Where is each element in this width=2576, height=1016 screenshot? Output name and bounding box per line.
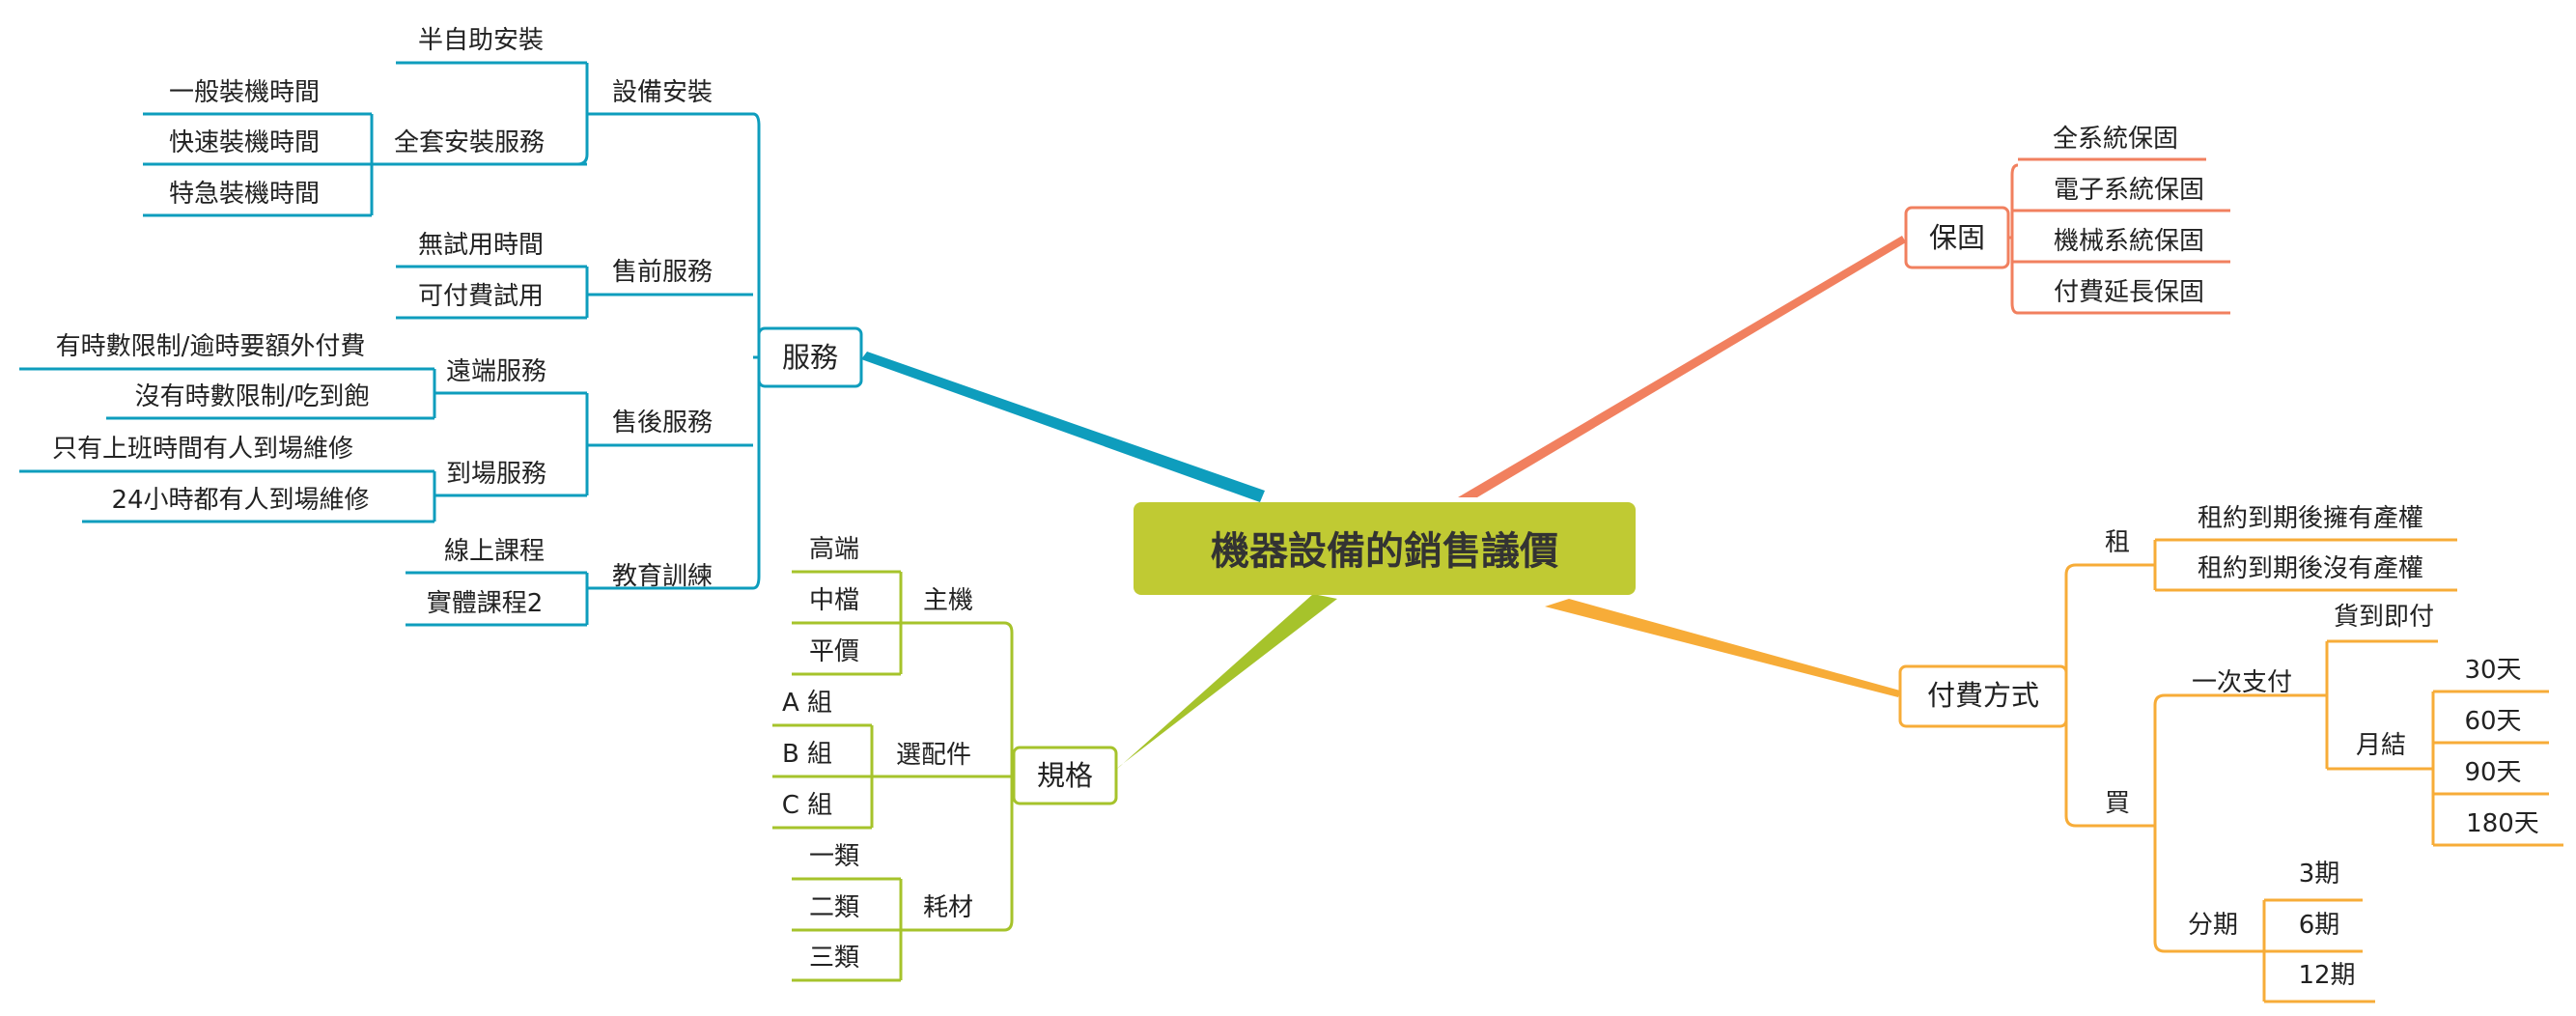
node-b-zu[interactable]: B 組 xyxy=(782,740,832,769)
node-jiaoyu-xunlian[interactable]: 教育訓練 xyxy=(612,562,713,591)
node-yici-zhifu[interactable]: 一次支付 xyxy=(2192,668,2292,697)
node-shiti-kecheng[interactable]: 實體課程2 xyxy=(427,589,544,618)
node-xianshang-kecheng[interactable]: 線上課程 xyxy=(444,537,545,566)
node-baogu[interactable]: 保固 xyxy=(1929,221,1985,254)
node-daochang-fuwu[interactable]: 到場服務 xyxy=(446,460,546,489)
node-fufei-shiyong[interactable]: 可付費試用 xyxy=(418,282,544,311)
node-shebei-anzhuang[interactable]: 設備安裝 xyxy=(612,78,713,107)
node-quan-xitong[interactable]: 全系統保固 xyxy=(2053,125,2178,154)
node-you-shishu[interactable]: 有時數限制/逾時要額外付費 xyxy=(56,332,366,361)
branch-guige xyxy=(772,570,1118,982)
node-zhuji[interactable]: 主機 xyxy=(923,586,973,615)
node-gaoduan[interactable]: 高端 xyxy=(809,535,859,564)
root-title: 機器設備的銷售議價 xyxy=(1211,529,1558,574)
node-6qi[interactable]: 6期 xyxy=(2299,911,2340,940)
node-dianzi-xitong[interactable]: 電子系統保固 xyxy=(2054,176,2204,205)
node-fenqi[interactable]: 分期 xyxy=(2188,911,2238,940)
node-fufei-fangshi[interactable]: 付費方式 xyxy=(1927,679,2039,712)
labels-guige: 規格 主機 高端 中檔 平價 選配件 A 組 B 組 C 組 耗材 一類 二類 … xyxy=(782,535,1093,973)
branch-fuwu xyxy=(19,61,863,627)
node-90tian[interactable]: 90天 xyxy=(2464,758,2521,787)
node-yiban-zhuangji[interactable]: 一般裝機時間 xyxy=(169,78,320,107)
node-shouhou-fuwu[interactable]: 售後服務 xyxy=(612,409,713,437)
node-24h-daochang[interactable]: 24小時都有人到場維修 xyxy=(111,486,369,515)
root-node[interactable]: 機器設備的銷售議價 xyxy=(1134,502,1636,595)
node-haocai[interactable]: 耗材 xyxy=(923,893,973,922)
connector-root-fufei xyxy=(1545,599,1900,697)
node-3qi[interactable]: 3期 xyxy=(2299,860,2340,889)
node-mai[interactable]: 買 xyxy=(2105,789,2130,818)
node-jixie-xitong[interactable]: 機械系統保固 xyxy=(2054,227,2204,256)
node-60tian[interactable]: 60天 xyxy=(2464,707,2521,736)
node-guige[interactable]: 規格 xyxy=(1037,759,1093,792)
node-zu[interactable]: 租 xyxy=(2105,528,2130,557)
node-yilei[interactable]: 一類 xyxy=(809,842,859,871)
node-shangban-daochang[interactable]: 只有上班時間有人到場維修 xyxy=(52,435,353,464)
node-30tian[interactable]: 30天 xyxy=(2464,656,2521,685)
node-wu-shiyong[interactable]: 無試用時間 xyxy=(418,231,544,260)
branch-fufei xyxy=(1898,538,2563,1003)
node-sanlei[interactable]: 三類 xyxy=(809,944,859,973)
connector-root-baogu xyxy=(1458,236,1906,497)
node-12qi[interactable]: 12期 xyxy=(2298,961,2355,990)
node-zu-meichanquan[interactable]: 租約到期後沒有產權 xyxy=(2198,554,2423,583)
branch-baogu xyxy=(1904,157,2230,315)
node-xuanpeijian[interactable]: 選配件 xyxy=(896,741,971,770)
connector-root-fuwu xyxy=(861,352,1265,502)
labels-baogu: 保固 全系統保固 電子系統保固 機械系統保固 付費延長保固 xyxy=(1929,125,2204,307)
node-zhongdang[interactable]: 中檔 xyxy=(809,586,859,615)
node-banzi-anzhuang[interactable]: 半自助安裝 xyxy=(418,26,544,55)
labels-fuwu: 服務 設備安裝 半自助安裝 全套安裝服務 一般裝機時間 快速裝機時間 特急裝機時… xyxy=(52,26,838,618)
node-teji-zhuangji[interactable]: 特急裝機時間 xyxy=(169,180,320,209)
node-meiyou-shishu[interactable]: 沒有時數限制/吃到飽 xyxy=(135,382,370,411)
node-kuaisu-zhuangji[interactable]: 快速裝機時間 xyxy=(169,128,320,157)
node-yuejie[interactable]: 月結 xyxy=(2356,731,2406,760)
node-pingjia[interactable]: 平價 xyxy=(809,637,859,666)
node-quantao-anzhuang[interactable]: 全套安裝服務 xyxy=(394,128,545,157)
node-huodao-jifu[interactable]: 貨到即付 xyxy=(2334,603,2434,632)
node-180tian[interactable]: 180天 xyxy=(2466,809,2539,838)
node-a-zu[interactable]: A 組 xyxy=(782,689,832,718)
node-yuanduan-fuwu[interactable]: 遠端服務 xyxy=(446,357,546,386)
node-zu-youchanquan[interactable]: 租約到期後擁有產權 xyxy=(2198,504,2423,533)
connector-root-guige xyxy=(1116,594,1337,770)
labels-fufei: 付費方式 租 租約到期後擁有產權 租約到期後沒有產權 買 一次支付 貨到即付 月… xyxy=(1927,504,2539,990)
node-c-zu[interactable]: C 組 xyxy=(782,791,832,820)
node-shouqian-fuwu[interactable]: 售前服務 xyxy=(612,258,713,287)
node-erlei[interactable]: 二類 xyxy=(809,893,859,922)
node-fuwu[interactable]: 服務 xyxy=(782,341,838,374)
node-fufei-yanchang[interactable]: 付費延長保固 xyxy=(2054,278,2204,307)
